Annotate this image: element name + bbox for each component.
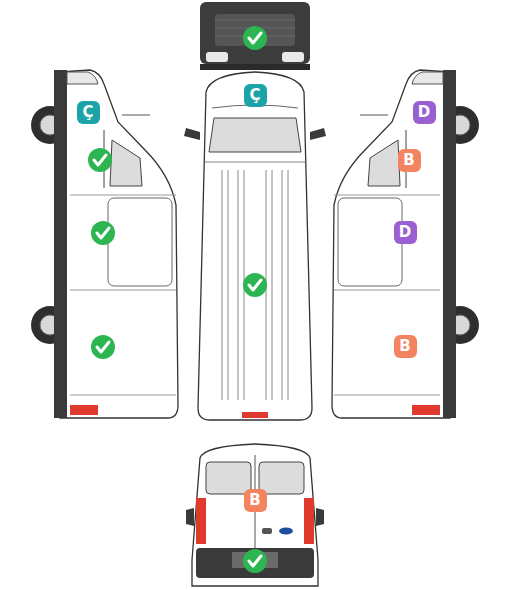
damage-code: Ç [249, 88, 260, 103]
damage-code: D [418, 105, 430, 120]
damage-code: Ç [82, 105, 93, 120]
damage-badge: Ç [244, 84, 267, 107]
damage-badge: B [398, 149, 421, 172]
damage-badge: D [413, 101, 436, 124]
damage-badge: B [394, 335, 417, 358]
damage-code: B [399, 339, 410, 354]
damage-code: B [249, 493, 260, 508]
damage-code: D [399, 225, 411, 240]
damage-code: B [403, 153, 414, 168]
damage-badge: D [394, 221, 417, 244]
damage-badge: Ç [77, 101, 100, 124]
damage-badge: B [244, 489, 267, 512]
